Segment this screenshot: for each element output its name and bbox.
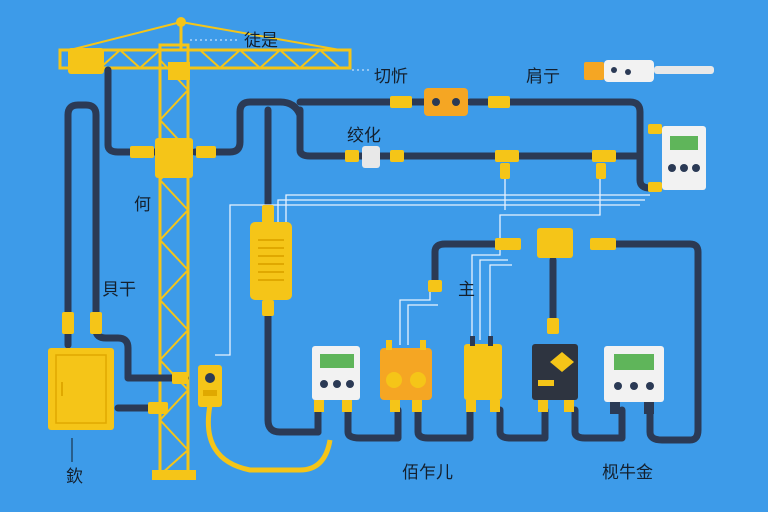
main-cabinet xyxy=(48,348,114,430)
top-valve-box xyxy=(424,88,468,116)
yellow-module xyxy=(464,336,502,412)
label-left-mid: 何 xyxy=(134,195,151,215)
label-bottom-mid: 佰乍儿 xyxy=(402,463,453,483)
dark-control-box xyxy=(532,344,578,412)
signal-wires xyxy=(215,170,650,356)
pipe-network xyxy=(64,66,702,444)
temperature-probe xyxy=(584,60,714,82)
label-top: 徒是 xyxy=(244,31,278,51)
label-upper-mid: 切忻 xyxy=(374,67,408,87)
right-controller xyxy=(662,126,706,190)
label-bottom-left: 欽 xyxy=(66,467,83,487)
yellow-hose xyxy=(205,404,333,473)
gauge-device xyxy=(198,365,222,407)
meter-white-left xyxy=(312,346,360,412)
label-mid: 绞化 xyxy=(347,126,381,146)
pipe-connectors xyxy=(62,96,662,414)
label-left-low: 貝干 xyxy=(102,280,136,300)
label-center: 主 xyxy=(458,280,475,300)
label-bottom-right: 枧牛金 xyxy=(602,463,653,483)
center-junction-box xyxy=(537,228,573,258)
pump-orange xyxy=(380,340,432,412)
meter-white-right xyxy=(604,346,664,414)
ribbed-pump xyxy=(250,222,292,300)
crane-junction-box xyxy=(155,138,193,178)
inline-coupler xyxy=(362,146,380,168)
label-upper-right: 肩亍 xyxy=(526,67,560,87)
